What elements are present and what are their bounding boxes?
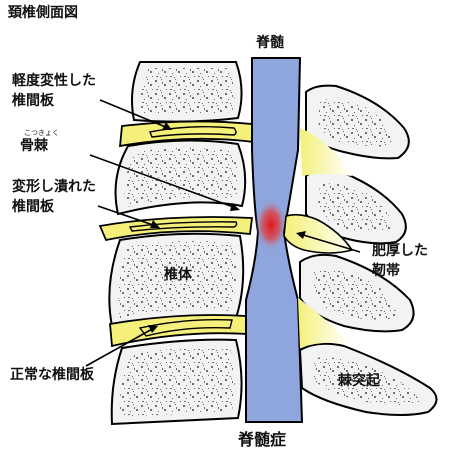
mild-disc-label-line1: 軽度変性した xyxy=(12,73,96,89)
vertebral-body-4 xyxy=(110,338,243,426)
deformed-disc-label-line2: 椎間板 xyxy=(12,199,54,215)
arrow-to-deformed-disc xyxy=(97,205,157,227)
arrow-to-ligament xyxy=(299,233,361,253)
arrow-to-mild-disc xyxy=(99,99,169,129)
disc-deformed-collapsed xyxy=(98,216,254,242)
spinous-process-label: 棘突起 xyxy=(338,373,380,389)
lamina-spinous-process-3 xyxy=(299,253,415,333)
arrow-to-osteophyte xyxy=(89,154,237,209)
ligament-upper xyxy=(300,128,352,176)
lamina-spinous-process-1 xyxy=(305,84,410,160)
ligament-label-line1: 肥厚した xyxy=(372,243,428,259)
deformed-disc-label-line1: 変形し潰れた xyxy=(12,179,96,195)
ligament-lower xyxy=(298,298,350,348)
vertebral-body-label: 椎体 xyxy=(164,267,192,283)
compression-site xyxy=(255,199,287,251)
spinal-cord-label: 脊髄 xyxy=(256,35,284,51)
disc-normal xyxy=(109,314,250,348)
mild-disc-label-line2: 椎間板 xyxy=(12,93,54,109)
osteophyte-label: 骨棘 xyxy=(20,138,48,154)
normal-disc-label: 正常な椎間板 xyxy=(10,367,94,383)
osteophyte-reading: こつきょく xyxy=(24,129,59,137)
spinal-cord xyxy=(245,57,304,423)
lamina-spinous-process-4 xyxy=(298,342,438,416)
vertebral-body-3 xyxy=(108,232,245,328)
myelopathy-label: 脊髄症 xyxy=(238,430,287,449)
vertebral-body-2 xyxy=(114,139,247,216)
vertebral-body-1 xyxy=(131,61,243,123)
diagram-title: 頚椎側面図 xyxy=(8,5,78,21)
ligament-label-line2: 靭帯 xyxy=(372,263,400,279)
arrow-to-normal-disc xyxy=(85,327,155,367)
